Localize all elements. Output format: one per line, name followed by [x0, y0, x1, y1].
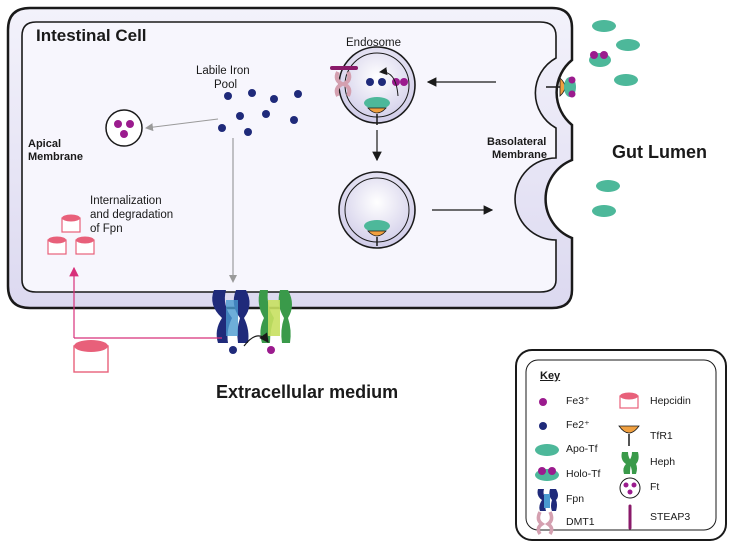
basolateral-membrane-label-line1: Basolateral	[487, 136, 547, 148]
key-dmt1-icon	[536, 511, 554, 535]
labile-iron-pool-label-line2: Pool	[214, 79, 238, 91]
key-label-holo-tf: Holo-Tf	[566, 468, 601, 480]
intestinal-cell-title: Intestinal Cell	[36, 26, 147, 45]
key-label-dmt1: DMT1	[566, 516, 595, 528]
gut-lumen-label: Gut Lumen	[612, 142, 707, 162]
key-hepcidin-icon	[619, 392, 639, 409]
endosome-label: Endosome	[346, 37, 401, 49]
basolateral-membrane-label-line2: Membrane	[492, 149, 548, 161]
key-holo-tf-icon	[535, 467, 559, 481]
endosome-bottom	[338, 171, 416, 249]
key-label-tfr1: TfR1	[650, 430, 673, 442]
hepcidin-extracellular	[73, 340, 109, 373]
key-apo-tf-icon	[535, 444, 559, 456]
hepcidin-internalized	[47, 214, 95, 255]
labile-iron-pool-dots	[218, 89, 302, 136]
internalization-label-line3: of Fpn	[90, 223, 123, 235]
key-box	[515, 349, 727, 541]
key-label-fe3: Fe3⁺	[566, 395, 590, 407]
key-fe3-icon	[539, 398, 547, 406]
intestinal-cell-membrane	[6, 6, 574, 310]
key-fpn-icon	[537, 489, 558, 511]
extracellular-medium-label: Extracellular medium	[216, 382, 399, 402]
apical-membrane-label-line2: Membrane	[28, 151, 84, 163]
endosome-top	[338, 46, 416, 125]
apical-membrane-label-line1: Apical	[28, 138, 62, 150]
tfr1-holo-tf-surface	[546, 76, 576, 98]
key-label-fe2: Fe2⁺	[566, 419, 590, 431]
labile-iron-pool-label-line1: Labile Iron	[196, 65, 250, 77]
internalization-label-line2: and degradation	[90, 209, 174, 221]
key-ft-icon	[619, 477, 641, 499]
fe-oxidation-extracellular	[229, 332, 275, 354]
gut-lumen-transferrin	[589, 20, 640, 217]
key-label-fpn: Fpn	[566, 493, 585, 505]
key-label-steap3: STEAP3	[650, 511, 691, 523]
arrow-to-ferritin	[145, 118, 219, 132]
hephaestin	[258, 290, 292, 343]
internalization-label-line1: Internalization	[90, 195, 162, 207]
key-label-hepcidin: Hepcidin	[650, 395, 691, 407]
dmt1-steap3-endosome	[330, 66, 358, 97]
ferritin	[105, 109, 143, 147]
key-fe2-icon	[539, 422, 547, 430]
key-heph-icon	[621, 452, 639, 474]
key-tfr1-icon	[618, 425, 640, 446]
ferroportin	[212, 290, 250, 343]
key-title: Key	[540, 370, 561, 382]
key-label-apo-tf: Apo-Tf	[566, 443, 598, 455]
key-label-heph: Heph	[650, 456, 676, 468]
key-label-ft: Ft	[650, 481, 660, 493]
